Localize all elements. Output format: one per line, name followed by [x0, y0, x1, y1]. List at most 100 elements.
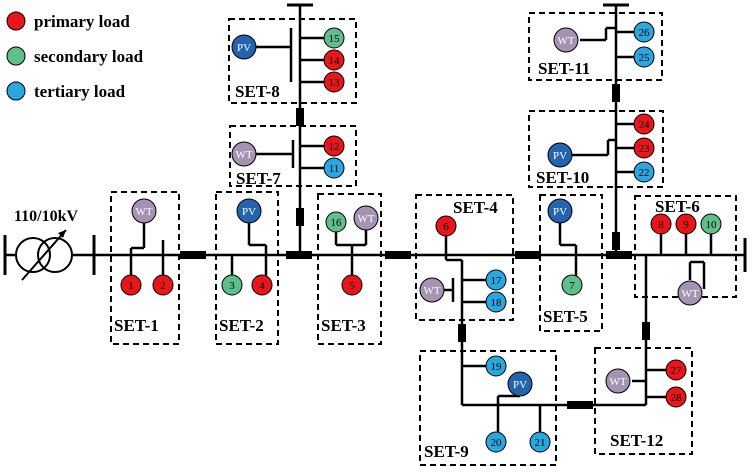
wind-turbine-node: WT — [553, 27, 579, 53]
sources: WT PV WT WT PV WT WT PV — [131, 27, 703, 397]
load-node-3: 3 — [221, 274, 243, 296]
set-label: SET-5 — [543, 307, 588, 326]
svg-text:17: 17 — [491, 275, 503, 287]
set-boundary — [415, 194, 514, 321]
load-node-23: 23 — [633, 137, 655, 159]
load-node-13: 13 — [323, 71, 345, 93]
load-node-22: 22 — [633, 161, 655, 183]
wind-turbine-node: WT — [353, 205, 379, 231]
svg-text:27: 27 — [671, 365, 683, 377]
legend-label: secondary load — [34, 47, 144, 66]
load-node-18: 18 — [485, 291, 507, 313]
pv-node: PV — [231, 34, 257, 60]
svg-text:PV: PV — [242, 206, 256, 218]
set-boundary — [419, 350, 557, 466]
set-label: SET-7 — [236, 169, 281, 188]
set-11: SET-11 — [528, 12, 663, 81]
svg-text:22: 22 — [639, 167, 650, 179]
svg-text:6: 6 — [443, 221, 449, 233]
svg-text:2: 2 — [160, 280, 166, 292]
breaker-icon — [458, 324, 466, 342]
load-node-4: 4 — [251, 274, 273, 296]
load-node-17: 17 — [485, 269, 507, 291]
set-label: SET-3 — [321, 316, 366, 335]
legend: primary load secondary load tertiary loa… — [6, 11, 144, 101]
load-node-9: 9 — [675, 213, 697, 235]
set-12: SET-12 — [594, 347, 693, 455]
load-node-6: 6 — [435, 215, 457, 237]
svg-text:21: 21 — [535, 437, 546, 449]
set-label: SET-9 — [424, 442, 469, 461]
svg-text:16: 16 — [331, 217, 343, 229]
load-node-10: 10 — [700, 213, 722, 235]
set-1: SET-1 — [110, 191, 180, 345]
svg-text:18: 18 — [491, 297, 503, 309]
svg-text:11: 11 — [329, 163, 340, 175]
load-node-8: 8 — [650, 213, 672, 235]
set-label: SET-11 — [538, 59, 590, 78]
set-boundary — [229, 125, 357, 187]
load-node-28: 28 — [665, 386, 687, 408]
svg-text:5: 5 — [349, 280, 355, 292]
set-4: SET-4 — [415, 194, 514, 321]
set-boundary — [215, 191, 279, 345]
svg-text:WT: WT — [681, 288, 698, 300]
load-node-12: 12 — [323, 135, 345, 157]
breaker-icon — [296, 108, 304, 126]
svg-text:7: 7 — [569, 280, 575, 292]
svg-text:1: 1 — [128, 280, 134, 292]
set-label: SET-12 — [610, 431, 663, 450]
substation: 110/10kV — [3, 208, 96, 281]
legend-item-primary: primary load — [6, 11, 130, 31]
svg-text:13: 13 — [329, 77, 341, 89]
set-boxes: SET-1 SET-2 SET-3 SET-4 SET-5 SET-6 SET-… — [110, 12, 737, 466]
pv-node: PV — [547, 198, 573, 224]
set-3: SET-3 — [317, 193, 382, 345]
set-9: SET-9 — [419, 350, 557, 466]
svg-text:26: 26 — [639, 27, 651, 39]
set-2: SET-2 — [215, 191, 279, 345]
breaker-icon — [296, 208, 304, 226]
load-node-25: 25 — [633, 46, 655, 68]
svg-text:3: 3 — [229, 280, 235, 292]
load-node-15: 15 — [323, 27, 345, 49]
load-node-26: 26 — [633, 21, 655, 43]
pv-node: PV — [236, 198, 262, 224]
wind-turbine-node: WT — [419, 277, 445, 303]
set-7: SET-7 — [229, 125, 357, 188]
breaker-icon — [606, 251, 632, 259]
load-node-5: 5 — [341, 274, 363, 296]
svg-text:WT: WT — [609, 376, 626, 388]
set-label: SET-2 — [219, 316, 264, 335]
svg-text:10: 10 — [706, 219, 718, 231]
svg-text:8: 8 — [658, 219, 664, 231]
svg-text:WT: WT — [135, 206, 152, 218]
load-node-11: 11 — [323, 157, 345, 179]
wind-turbine-node: WT — [677, 280, 703, 306]
svg-text:PV: PV — [553, 150, 567, 162]
load-node-14: 14 — [323, 49, 345, 71]
svg-text:9: 9 — [683, 219, 689, 231]
set-5: SET-5 — [539, 194, 603, 332]
load-node-24: 24 — [633, 113, 655, 135]
breaker-icon — [612, 232, 620, 250]
transformer-coil-left-icon — [15, 237, 51, 273]
svg-text:19: 19 — [491, 361, 503, 373]
svg-text:20: 20 — [491, 437, 503, 449]
breaker-icon — [642, 322, 650, 340]
transformer-arrow-icon — [21, 229, 67, 281]
set-8: SET-8 — [228, 18, 357, 104]
load-node-2: 2 — [152, 274, 174, 296]
load-node-19: 19 — [485, 355, 507, 377]
svg-text:PV: PV — [513, 379, 527, 391]
tertiary-load-swatch — [6, 81, 26, 101]
svg-text:4: 4 — [259, 280, 265, 292]
substation-label: 110/10kV — [14, 208, 78, 225]
breaker-icon — [385, 251, 411, 259]
svg-text:14: 14 — [329, 55, 341, 67]
svg-text:WT: WT — [357, 213, 374, 225]
set-10: SET-10 — [528, 110, 664, 188]
load-node-21: 21 — [529, 431, 551, 453]
load-node-7: 7 — [561, 274, 583, 296]
wind-turbine-node: WT — [131, 198, 157, 224]
